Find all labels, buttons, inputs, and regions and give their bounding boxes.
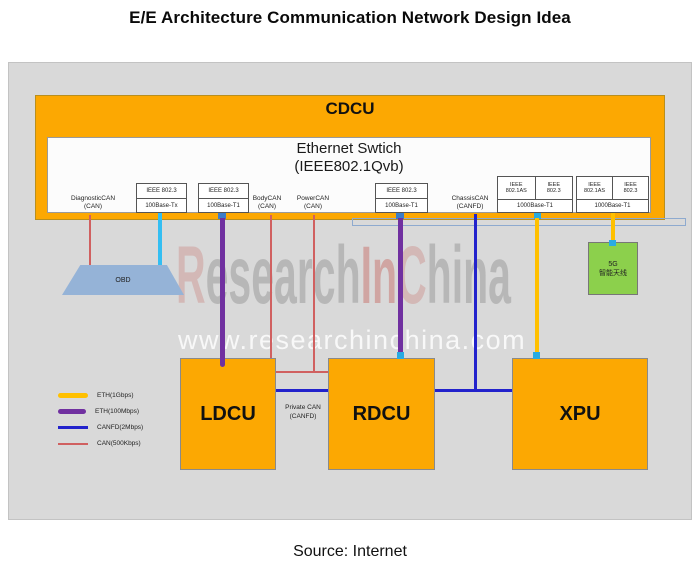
- node-connector: [533, 352, 540, 359]
- antenna-5g-node: 5G 智能天线: [588, 242, 638, 295]
- port-speed-label: 100Base-T1: [385, 203, 418, 209]
- port-1000base-t1-right: IEEE 802.1AS IEEE 802.3 1000Base-T1: [576, 176, 649, 213]
- legend-swatch-canfd: [58, 426, 88, 429]
- port-standard-label: IEEE 802.3: [199, 184, 248, 199]
- xpu-label: XPU: [559, 402, 601, 425]
- port-cell-8023: IEEE 802.3: [613, 177, 648, 199]
- legend-label: ETH(100Mbps): [95, 408, 140, 415]
- power-can-line2: (CAN): [303, 203, 323, 210]
- ldcu-node: LDCU: [180, 358, 276, 470]
- chassis-can-line2: (CANFD): [456, 203, 484, 210]
- ldcu-label: LDCU: [200, 402, 256, 425]
- port-cell-line: 802.1AS: [505, 188, 527, 194]
- port-standard-label: IEEE 802.3: [137, 184, 186, 199]
- port-cell-line: 802.1AS: [583, 188, 606, 194]
- port-1000base-t1-left: IEEE 802.1AS IEEE 802.3 1000Base-T1: [497, 176, 573, 213]
- port-100base-t1-right: IEEE 802.3 100Base-T1: [375, 183, 428, 213]
- chassis-can-line1: ChassisCAN: [451, 195, 489, 202]
- private-can-line2: (CANFD): [289, 413, 317, 420]
- eth-line-ldcu: [220, 218, 225, 358]
- antenna-label-line2: 智能天线: [599, 269, 627, 277]
- private-can-label: Private CAN (CANFD): [277, 403, 329, 421]
- ethernet-switch-title: Ethernet Swtich: [296, 140, 402, 157]
- port-100base-tx: IEEE 802.3 100Base-Tx: [136, 183, 187, 213]
- eth-line-xpu: [535, 218, 539, 358]
- can-line-power: [313, 215, 315, 373]
- eth-line-ldcu-tip: [220, 358, 225, 367]
- eth-line-rdcu: [398, 218, 403, 358]
- obd-node: [62, 265, 184, 295]
- port-connector: [396, 213, 404, 219]
- port-connector: [534, 213, 541, 219]
- legend-item-canfd: CANFD(2Mbps): [58, 424, 143, 431]
- port-cell-line: IEEE: [588, 181, 601, 188]
- body-can-label: BodyCAN (CAN): [247, 195, 287, 211]
- eth-line-100base-tx: [158, 213, 162, 265]
- diagnostic-can-line2: (CAN): [83, 203, 103, 210]
- port-cell-line: 802.3: [546, 188, 561, 194]
- port-cell-8023: IEEE 802.3: [536, 177, 573, 199]
- port-connector: [218, 213, 226, 219]
- port-standard-label: IEEE 802.3: [376, 184, 427, 199]
- power-can-line1: PowerCAN: [296, 195, 330, 202]
- rdcu-node: RDCU: [328, 358, 435, 470]
- chassis-can-label: ChassisCAN (CANFD): [444, 195, 496, 211]
- canfd-line-chassis: [474, 214, 477, 391]
- private-can-line1: Private CAN: [285, 404, 321, 411]
- port-cell-line: IEEE: [624, 181, 637, 188]
- body-can-line2: (CAN): [257, 203, 277, 210]
- legend-item-eth-1g: ETH(1Gbps): [58, 392, 133, 399]
- page-title: E/E Architecture Communication Network D…: [129, 8, 571, 27]
- cdcu-label: CDCU: [325, 99, 375, 118]
- port-speed-label: 1000Base-T1: [594, 203, 631, 209]
- source-caption: Source: Internet: [293, 543, 407, 560]
- diagnostic-can-line1: DiagnosticCAN: [70, 195, 116, 202]
- port-cell-8021as: IEEE 802.1AS: [577, 177, 613, 199]
- port-cell-line: IEEE: [547, 181, 561, 188]
- node-connector: [397, 352, 404, 359]
- legend-swatch-eth-1g: [58, 393, 88, 398]
- port-cell-8021as: IEEE 802.1AS: [498, 177, 536, 199]
- can-line-horizontal: [270, 371, 329, 373]
- legend-swatch-can: [58, 442, 88, 445]
- port-speed-label: 100Base-Tx: [145, 203, 178, 209]
- can-line-diagnostic: [89, 215, 91, 265]
- port-speed-label: 100Base-T1: [207, 203, 240, 209]
- obd-label: OBD: [115, 276, 131, 284]
- body-can-line1: BodyCAN: [252, 195, 282, 202]
- legend-swatch-eth-100m: [58, 409, 86, 414]
- port-cell-line: 802.3: [623, 188, 638, 194]
- eth-line-antenna: [611, 213, 615, 242]
- canfd-line-private: [276, 389, 328, 392]
- port-100base-t1-left: IEEE 802.3 100Base-T1: [198, 183, 249, 213]
- xpu-node: XPU: [512, 358, 648, 470]
- tsn-group-rect: [352, 218, 686, 226]
- node-connector: [609, 240, 616, 246]
- diagnostic-can-label: DiagnosticCAN (CAN): [63, 195, 123, 211]
- rdcu-label: RDCU: [352, 402, 411, 425]
- ethernet-switch-subtitle: (IEEE802.1Qvb): [294, 158, 404, 175]
- canfd-line-rdcu-xpu: [435, 389, 512, 392]
- legend-label: CAN(500Kbps): [97, 440, 141, 447]
- legend-label: CANFD(2Mbps): [97, 424, 144, 431]
- power-can-label: PowerCAN (CAN): [291, 195, 335, 211]
- port-cell-line: IEEE: [509, 181, 523, 188]
- antenna-label-line1: 5G: [608, 260, 618, 268]
- port-speed-label: 1000Base-T1: [516, 203, 554, 209]
- legend-item-can: CAN(500Kbps): [58, 440, 141, 447]
- legend-item-eth-100m: ETH(100Mbps): [58, 408, 139, 415]
- legend-label: ETH(1Gbps): [97, 392, 134, 399]
- can-line-body: [270, 215, 272, 373]
